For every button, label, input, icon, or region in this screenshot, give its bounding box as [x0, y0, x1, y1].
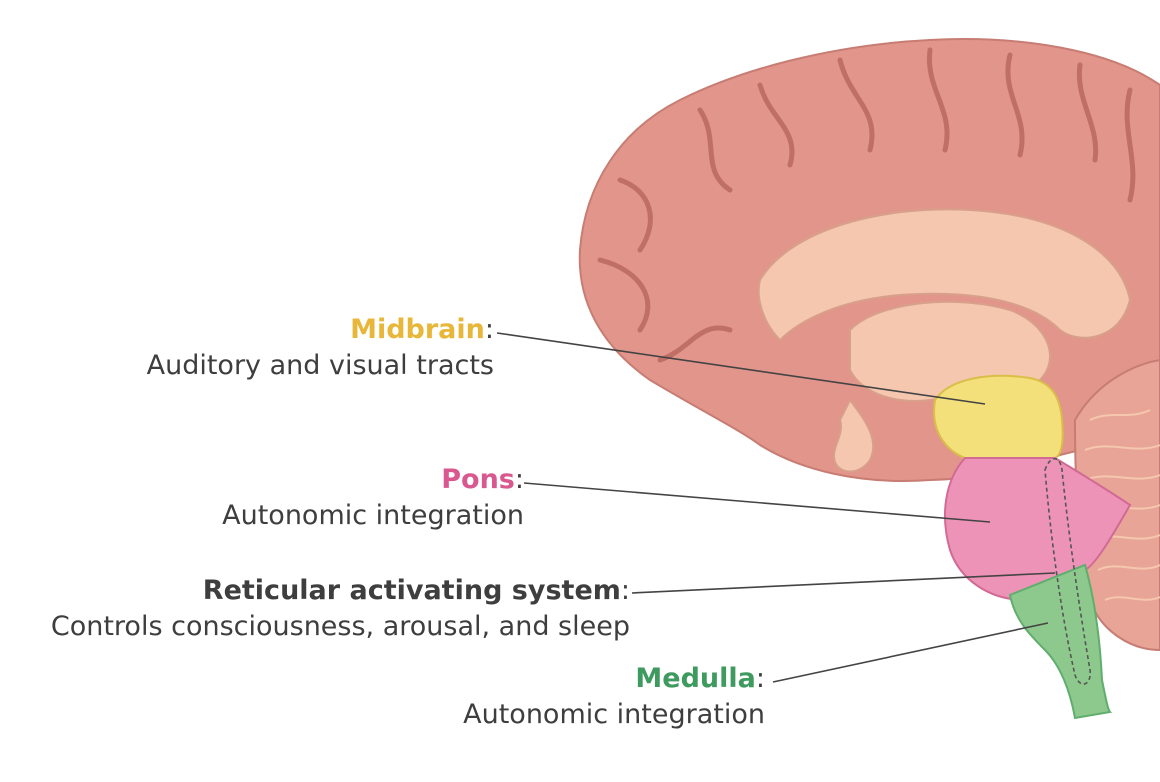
reticular-colon: : [620, 575, 630, 606]
medulla-leader-line [772, 622, 1049, 683]
pons-description: Autonomic integration [222, 500, 524, 531]
reticular-description: Controls consciousness, arousal, and sle… [50, 611, 630, 642]
medulla-name: Medulla [635, 663, 756, 694]
corpus-callosum [757, 208, 1132, 342]
midbrain-title: Midbrain: [147, 312, 494, 348]
sulci [597, 47, 1136, 363]
midbrain-leader-line [496, 332, 986, 405]
midbrain-description: Auditory and visual tracts [146, 350, 494, 381]
reticular-activating-system-region [1044, 457, 1091, 685]
pons-leader-line [523, 482, 991, 523]
pons-colon: : [514, 464, 524, 495]
medulla-title: Medulla: [463, 661, 765, 697]
pons-name: Pons [441, 464, 515, 495]
medulla-description: Autonomic integration [463, 699, 765, 730]
reticular-name: Reticular activating system [202, 575, 621, 606]
medulla-region [1008, 563, 1113, 720]
reticular-leader-line [631, 572, 1056, 594]
midbrain-region [933, 374, 1064, 459]
midbrain-name: Midbrain [350, 314, 485, 345]
reticular-activating-system-label: Reticular activating system: Controls co… [51, 573, 630, 645]
leader-lines [496, 332, 1056, 683]
pons-title: Pons: [222, 462, 524, 498]
midbrain-label: Midbrain: Auditory and visual tracts [147, 312, 494, 384]
reticular-title: Reticular activating system: [51, 573, 630, 609]
medulla-colon: : [755, 663, 765, 694]
midbrain-colon: : [484, 314, 494, 345]
pons-label: Pons: Autonomic integration [222, 462, 524, 534]
medulla-label: Medulla: Autonomic integration [463, 661, 765, 733]
pituitary [832, 398, 875, 473]
